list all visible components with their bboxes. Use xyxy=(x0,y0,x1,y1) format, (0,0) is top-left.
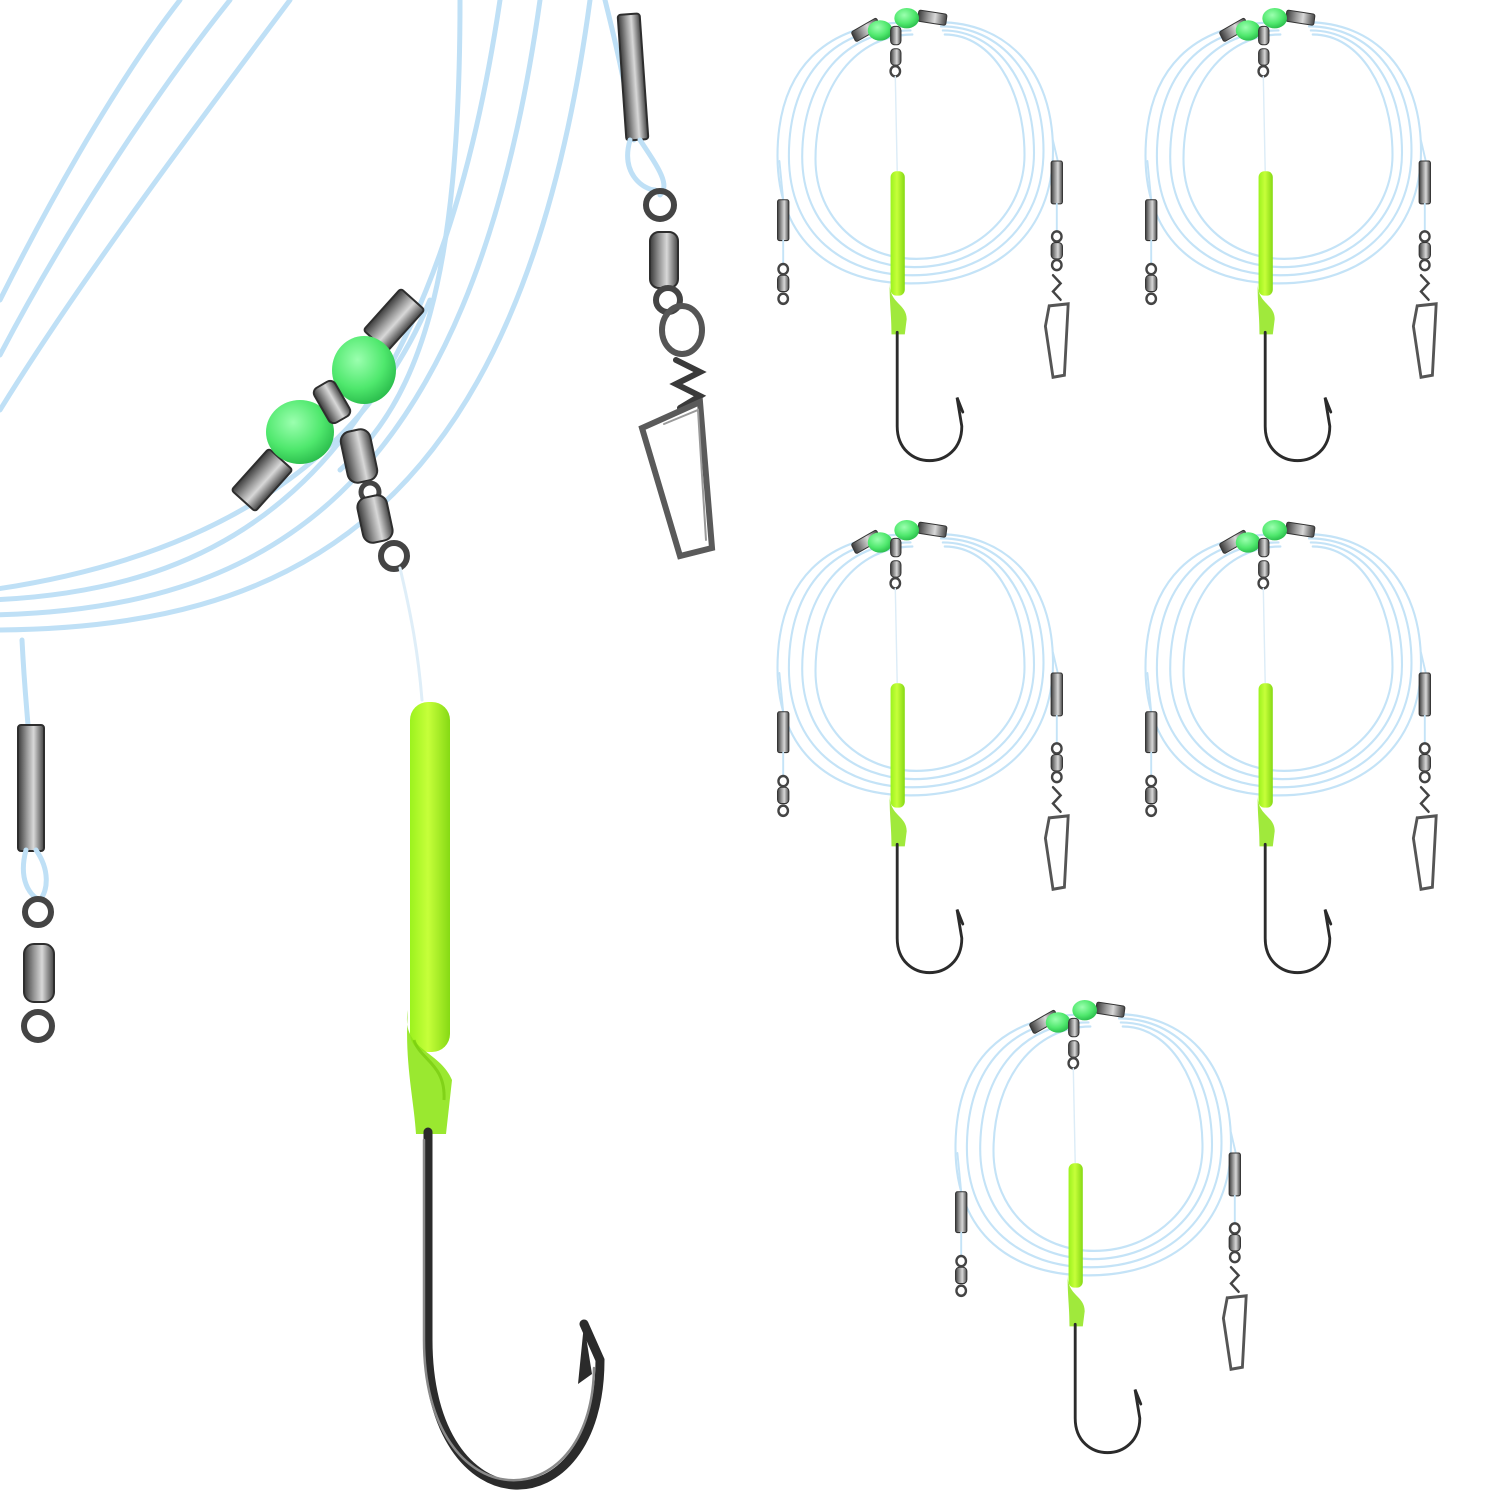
crimp-sleeve-left xyxy=(17,724,45,852)
barrel-swivel-left xyxy=(21,896,55,1043)
snap-swivel xyxy=(638,188,716,560)
green-bead-lower xyxy=(266,400,334,464)
small-rig-2 xyxy=(1143,6,1438,463)
barrel-swivel-center xyxy=(339,428,410,572)
small-rig-3 xyxy=(775,518,1070,975)
glow-tube xyxy=(406,702,452,1134)
crimp-sleeve-top xyxy=(616,12,650,142)
small-rig-4 xyxy=(1143,518,1438,975)
green-bead-upper xyxy=(332,336,396,404)
bead-assembly xyxy=(231,288,425,512)
hook-large xyxy=(422,1127,605,1490)
small-rig-1 xyxy=(775,6,1070,463)
large-rig-closeup xyxy=(0,0,716,1490)
small-rig-5 xyxy=(953,998,1248,1455)
leader-line-loops xyxy=(0,0,637,728)
